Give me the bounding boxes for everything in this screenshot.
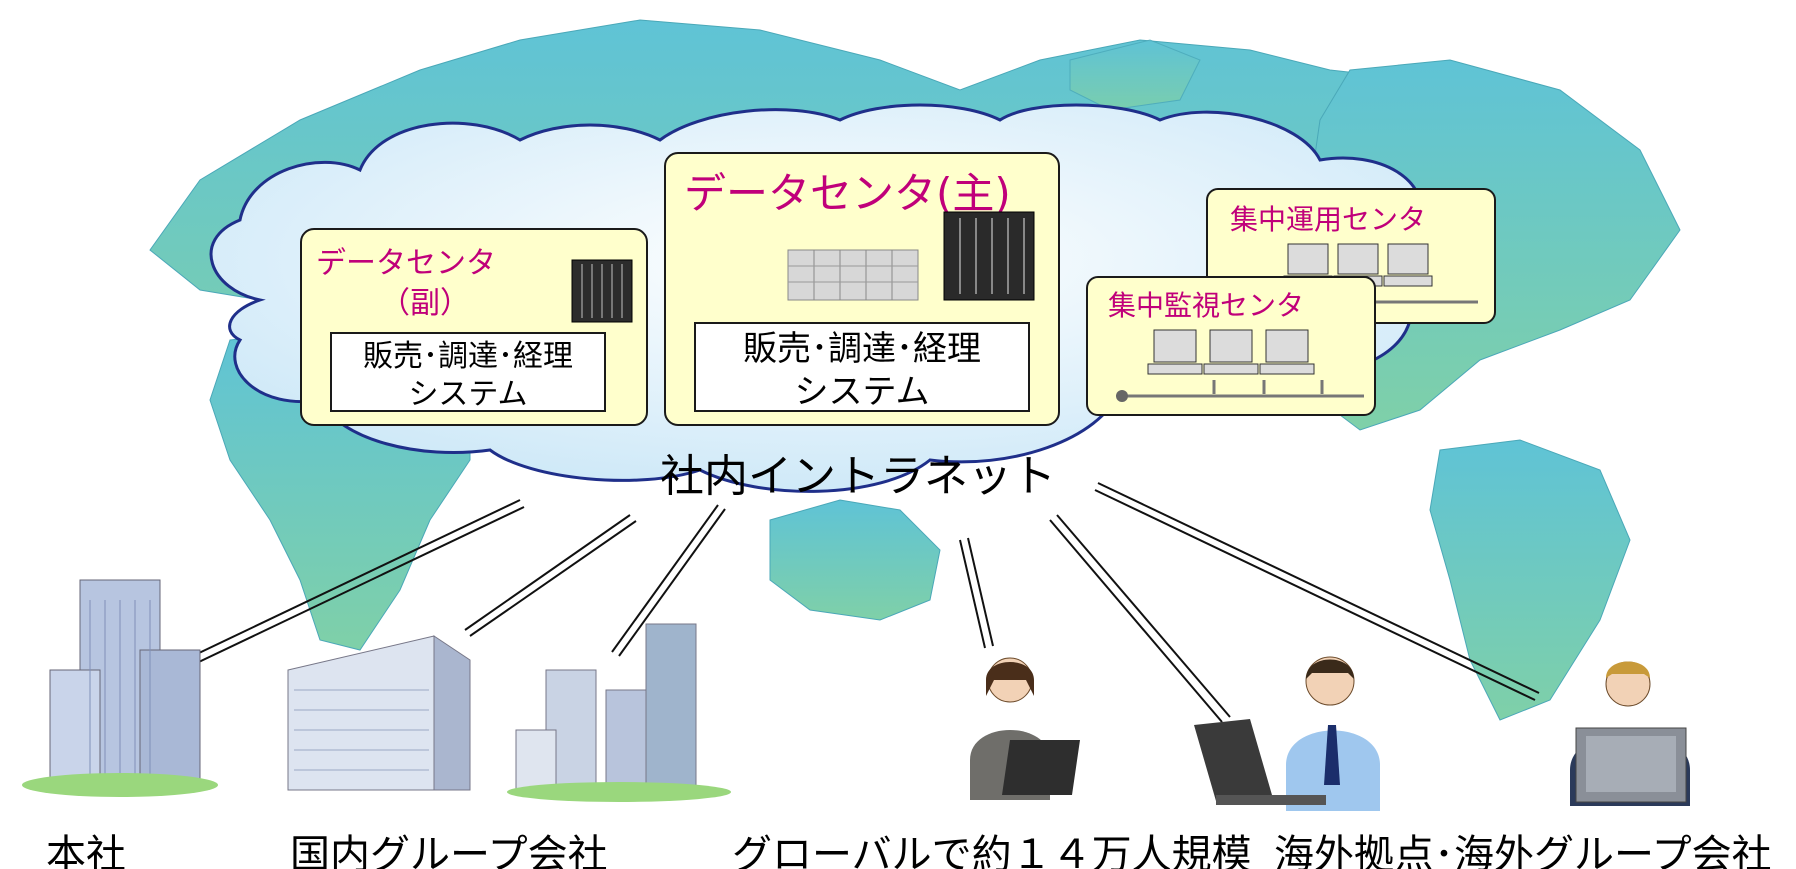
sub-system-line1: 販売･調達･経理	[363, 339, 573, 374]
site-label-global: グローバルで約１４万人規模	[732, 832, 1252, 869]
data-center-main-panel: データセンタ(主) 販売･調達･経理 システム	[664, 152, 1060, 426]
workstation-icon	[1116, 329, 1364, 402]
main-system-line1: 販売･調達･経理	[743, 329, 981, 369]
sub-system-line2: システム	[408, 376, 528, 412]
sub-system-box: 販売･調達･経理 システム	[330, 332, 606, 412]
site-label-hq: 本社	[46, 832, 126, 869]
data-center-sub-panel: データセンタ （副） 販売･調達･経理 システム	[300, 228, 648, 426]
monitor-center-title: 集中監視センタ	[1108, 289, 1305, 322]
data-center-sub-title: データセンタ	[316, 246, 496, 281]
site-label-overseas: 海外拠点･海外グループ会社	[1274, 832, 1772, 869]
data-center-main-title: データセンタ(主)	[684, 169, 1011, 218]
person-laptop-icon	[970, 657, 1080, 800]
server-rack-icon	[943, 211, 1035, 301]
office-building-icon	[507, 623, 731, 802]
person-laptop-icon	[1570, 661, 1690, 806]
intranet-label: 社内イントラネット	[660, 451, 1056, 502]
data-center-sub-subtitle: （副）	[380, 286, 470, 321]
site-label-domestic: 国内グループ会社	[290, 832, 608, 869]
person-laptop-icon	[1194, 656, 1380, 811]
storage-array-icon	[787, 249, 919, 301]
server-rack-icon	[571, 259, 633, 323]
main-system-line2: システム	[794, 371, 930, 412]
monitor-center-panel: 集中監視センタ	[1086, 276, 1376, 416]
office-building-icon	[22, 579, 218, 797]
office-building-icon	[287, 635, 471, 791]
main-system-box: 販売･調達･経理 システム	[694, 322, 1030, 412]
ops-center-title: 集中運用センタ	[1230, 203, 1427, 236]
